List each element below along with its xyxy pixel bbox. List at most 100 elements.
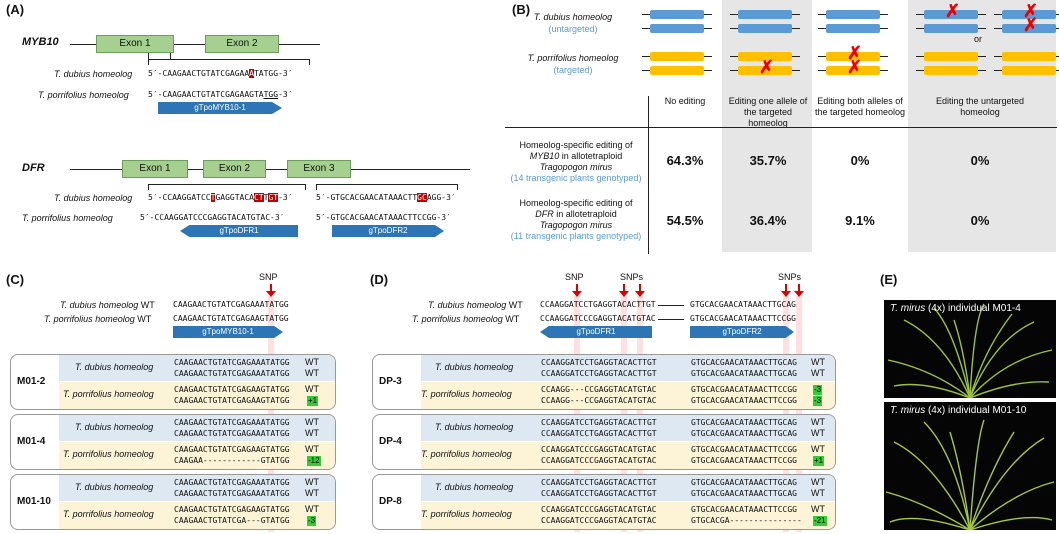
- b-myb10-no-edit: 64.3%: [666, 153, 704, 168]
- dfr-gene-line: [70, 169, 470, 170]
- c-dubius-wt: WT: [305, 428, 319, 438]
- d-porrifolius-seq1: CCAAGGATCCCGAGGTACATGTAC: [541, 456, 657, 465]
- myb10-exon1: Exon 1: [96, 35, 174, 53]
- dfr-guide1-arrow: gTpoDFR1: [180, 225, 298, 237]
- plant-m01-4-image: [887, 303, 1053, 398]
- c-indel-badge: -3: [307, 516, 317, 526]
- b-x-both-allele-2: ✗: [847, 57, 863, 77]
- d-dubius-seq2: GTGCACGAACATAAACTTGCAG: [691, 358, 797, 367]
- d-sample-id: DP-3: [379, 376, 402, 387]
- dfr-porrifolius-seq-2: 5′-GTGCACGAACATAAACTTCCGG-3′: [316, 213, 451, 222]
- b-dubius-chrom-c0-body-1: [650, 24, 704, 33]
- photo-m01-4: T. mirus (4x) individual M01-4: [884, 300, 1056, 398]
- b-dubius-status: (untargeted): [548, 24, 598, 34]
- d-wt-dubius-seq1: CCAAGGATCCTGAGGTACACTTGT: [540, 300, 656, 309]
- d-snp-label: SNP: [565, 272, 584, 282]
- c-porrifolius-label: T. porrifolius homeolog: [63, 449, 154, 459]
- d-dubius-wt: WT: [811, 477, 825, 487]
- c-dubius-label: T. dubius homeolog: [75, 482, 153, 492]
- c-porrifolius-band: [59, 382, 335, 409]
- d-snp-arrowhead-2: [635, 291, 645, 297]
- b-porrifolius-label: T. porrifolius homeolog: [527, 53, 619, 63]
- d-dubius-band: [421, 415, 835, 441]
- b-porrifolius-chrom-c3-body-0: [924, 52, 978, 61]
- myb10-gene-line: [70, 44, 320, 45]
- d-porrifolius-seq2: GTGCACGAACATAAACTTCCGG: [691, 505, 797, 514]
- photo-m01-10: T. mirus (4x) individual M01-10: [884, 402, 1056, 530]
- c-dubius-label: T. dubius homeolog: [75, 362, 153, 372]
- panel-c-label: (C): [6, 272, 25, 287]
- dfr-exon3: Exon 3: [287, 160, 351, 178]
- d-snp-arrow-1: [623, 284, 625, 292]
- b-myb10-edit-one: 35.7%: [749, 153, 787, 168]
- c-sample-id: M01-2: [17, 376, 46, 387]
- d-porrifolius-seq2: GTGCACGAACATAAACTTCCGG: [691, 385, 797, 394]
- b-porrifolius-chrom-c1-body-0: [738, 52, 792, 61]
- d-porrifolius-name: T. porrifolius homeolog: [421, 449, 512, 459]
- b-porrifolius-chrom-c3-body-1: [924, 66, 978, 75]
- c-porrifolius-name: T. porrifolius homeolog: [63, 509, 154, 519]
- b-x-both-allele-1: ✗: [847, 43, 863, 63]
- c-porrifolius-wt: WT: [305, 504, 319, 514]
- b-porrifolius-chrom-c2-body-1: [826, 66, 880, 75]
- d-dubius-seq1: CCAAGGATCCTGAGGTACACTTGT: [541, 478, 657, 487]
- myb10-zoom-right: [170, 53, 171, 59]
- b-or-label: or: [974, 34, 983, 44]
- c-porrifolius-label: T. porrifolius homeolog: [63, 509, 154, 519]
- d-porrifolius-seq1: CCAAGGATCCCGAGGTACATGTAC: [541, 516, 657, 525]
- c-dubius-band: [59, 355, 335, 381]
- d-porrifolius-seq2: GTGCACGAACATAAACTTCCGG: [691, 445, 797, 454]
- myb10-exon2: Exon 2: [205, 35, 279, 53]
- c-porrifolius-seq: CAAGAA------------GTATGG: [174, 456, 290, 465]
- d-guide1-arrow: gTpoDFR1: [540, 326, 652, 338]
- b-shade-col2: [722, 0, 812, 252]
- dfr-zoom-bracket-2: [316, 184, 458, 190]
- d-porrifolius-seq1: CCAAGG---CCGAGGTACATGTAC: [541, 385, 657, 394]
- b-dubius-chrom-c4-body-0: [1002, 10, 1056, 19]
- panel-e-label: (E): [880, 272, 898, 287]
- b-dfr-untargeted: 0%: [970, 213, 990, 228]
- d-porrifolius-wt: WT: [811, 444, 825, 454]
- d-porrifolius-band: [421, 382, 835, 409]
- c-porrifolius-wt: WT: [305, 384, 319, 394]
- plant-m01-10-image: [885, 419, 1055, 530]
- d-porrifolius-seq1: CCAAGGATCCCGAGGTACATGTAC: [541, 505, 657, 514]
- d-porrifolius-seq2: GTGCACGAACATAAACTTCCGG: [691, 396, 797, 405]
- c-dubius-name: T. dubius homeolog: [75, 422, 154, 432]
- c-dubius-seq: CAAGAACTGTATCGAGAAATATGG: [174, 358, 290, 367]
- dfr-porrifolius-label: T. porrifolius homeolog: [22, 213, 113, 223]
- d-indel-badge: -3: [813, 385, 823, 395]
- d-porrifolius-name: T. porrifolius homeolog: [421, 389, 512, 399]
- d-dubius-name: T. dubius homeolog: [435, 422, 514, 432]
- d-intron-line-2: [658, 319, 684, 320]
- dfr-gene-name: DFR: [22, 162, 45, 174]
- d-porrifolius-seq2: GTGCACGA---------------: [691, 516, 802, 525]
- panel-b-label: (B): [512, 2, 531, 17]
- d-intron-line-1: [658, 305, 684, 306]
- b-dubius-chrom-c1-body-1: [738, 24, 792, 33]
- b-myb10-edit-both: 0%: [850, 153, 870, 168]
- d-dubius-label: T. dubius homeolog: [435, 362, 513, 372]
- b-dfr-no-edit: 54.5%: [666, 213, 704, 228]
- d-dubius-band: [421, 475, 835, 501]
- d-indel-badge: +1: [813, 456, 825, 466]
- d-dubius-seq2: GTGCACGAACATAAACTTGCAG: [691, 418, 797, 427]
- d-dubius-label: T. dubius homeolog: [435, 482, 513, 492]
- d-wt-porrifolius-seq2: GTGCACGAACATAAACTTCCGG: [690, 314, 796, 323]
- c-dubius-seq: CAAGAACTGTATCGAGAAATATGG: [174, 369, 290, 378]
- b-col-no-editing: No editing: [664, 96, 706, 106]
- b-porrifolius-chrom-c4-body-0: [1002, 52, 1056, 61]
- b-x-untargeted-a: ✗: [945, 1, 961, 21]
- d-snp-arrow-2: [639, 284, 641, 292]
- d-dubius-seq1: CCAAGGATCCTGAGGTACACTTGT: [541, 418, 657, 427]
- dfr-exon1: Exon 1: [122, 160, 188, 178]
- c-snp-arrowhead: [266, 291, 276, 297]
- b-dubius-chrom-c1-body-0: [738, 10, 792, 19]
- d-wt-porrifolius-label: T. porrifolius homeolog WT: [412, 314, 520, 324]
- c-indel-badge: +1: [307, 396, 319, 406]
- d-porrifolius-label: T. porrifolius homeolog: [421, 389, 512, 399]
